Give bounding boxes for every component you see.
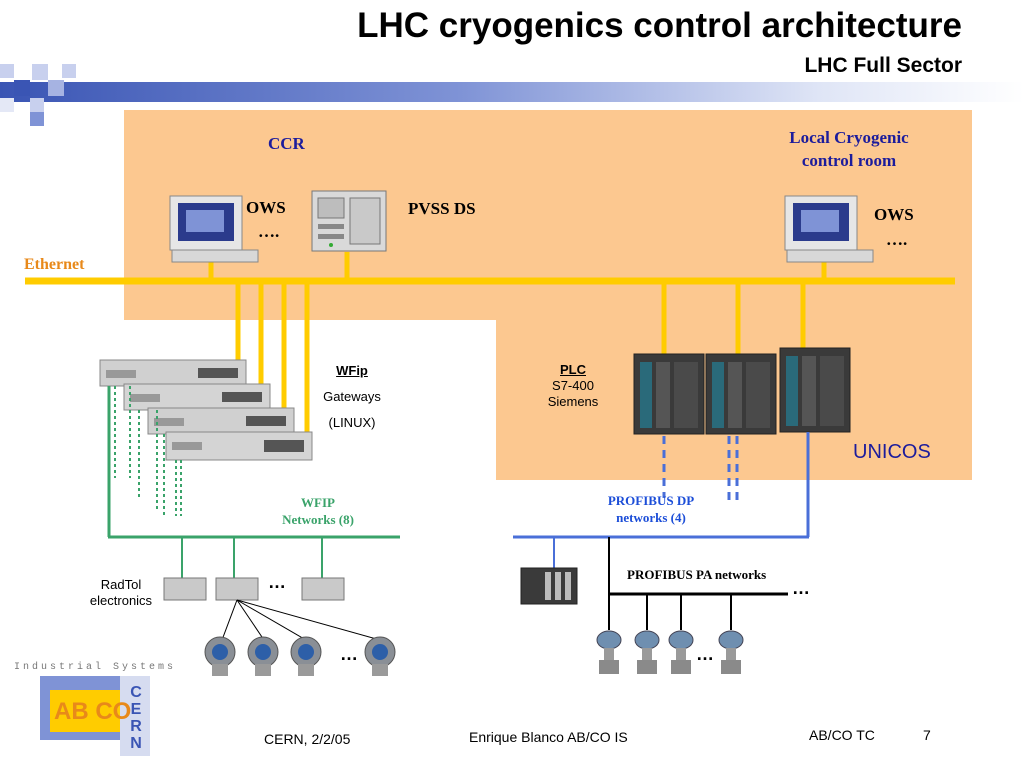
logo-cern: CERN — [130, 684, 142, 752]
footer-date: CERN, 2/2/05 — [264, 731, 351, 747]
ows-left-dots: …. — [258, 222, 280, 241]
wfip-networks-line2: Networks (8) — [282, 512, 354, 527]
plc-title: PLC — [560, 362, 586, 377]
wfip-linux: (LINUX) — [328, 415, 376, 430]
wfip-networks-line1: WFIP — [301, 495, 335, 510]
header-gradient-band — [0, 82, 1024, 102]
deco-square-1 — [0, 64, 14, 78]
radtol-ellipsis: … — [268, 572, 286, 592]
page-subtitle: LHC Full Sector — [804, 54, 962, 77]
field-sensors — [204, 636, 396, 676]
radtol-line1: RadTol — [100, 577, 142, 592]
abco-cern-logo — [40, 676, 150, 756]
ows-right-label: OWS — [874, 205, 914, 224]
footer-group: AB/CO TC — [809, 727, 875, 743]
ccr-label: CCR — [268, 134, 305, 153]
ows-right-dots: …. — [886, 230, 908, 249]
dp-pa-coupler-module — [520, 567, 578, 605]
profibus-dp-line2: networks (4) — [616, 510, 686, 525]
pa-bus-ellipsis: … — [792, 578, 810, 598]
profibus-dp-label: PROFIBUS DP networks (4) — [596, 492, 706, 526]
logo-industrial-systems: Industrial Systems — [14, 662, 177, 673]
deco-square-3 — [32, 64, 48, 80]
footer-author: Enrique Blanco AB/CO IS — [469, 729, 628, 745]
plc-racks — [633, 347, 851, 435]
plc-model: S7-400 — [552, 378, 594, 393]
pa-valves — [596, 630, 744, 674]
ows-right-computer-icon — [784, 195, 874, 263]
ethernet-label: Ethernet — [24, 256, 85, 273]
unicos-label: UNICOS — [853, 441, 931, 463]
wfip-networks-label: WFIP Networks (8) — [268, 494, 368, 528]
radtol-line2: electronics — [89, 593, 153, 608]
sensors-ellipsis: … — [340, 644, 358, 664]
valves-ellipsis: … — [696, 644, 714, 664]
local-room-label: Local Cryogenic control room — [770, 126, 928, 172]
deco-square-5 — [62, 64, 76, 78]
profibus-pa-label: PROFIBUS PA networks — [627, 567, 767, 582]
deco-square-4 — [48, 80, 64, 96]
profibus-dp-line1: PROFIBUS DP — [607, 493, 695, 508]
local-room-line1: Local Cryogenic — [789, 128, 909, 147]
ows-left-computer-icon — [169, 195, 259, 263]
deco-square-2 — [14, 80, 30, 96]
wfip-gateways: Gateways — [323, 389, 381, 404]
deco-square-7 — [30, 112, 44, 126]
plc-label: PLC S7-400 Siemens — [540, 362, 606, 410]
deco-square-8 — [0, 98, 14, 112]
page-title: LHC cryogenics control architecture — [357, 6, 962, 45]
deco-square-6 — [30, 98, 44, 112]
local-room-line2: control room — [801, 151, 897, 170]
wfip-gateway-servers — [99, 359, 313, 461]
ows-left-label: OWS — [246, 198, 286, 217]
pvss-server-icon — [311, 190, 387, 252]
radtol-crates — [163, 577, 345, 601]
pvss-label: PVSS DS — [408, 199, 476, 218]
logo-abco: AB CO — [54, 698, 132, 725]
radtol-label: RadTol electronics — [82, 577, 160, 609]
wfip-gateways-label: WFip Gateways (LINUX) — [316, 358, 388, 436]
footer-page-number: 7 — [923, 727, 931, 743]
plc-vendor: Siemens — [547, 394, 599, 409]
wfip-title: WFip — [336, 363, 368, 378]
